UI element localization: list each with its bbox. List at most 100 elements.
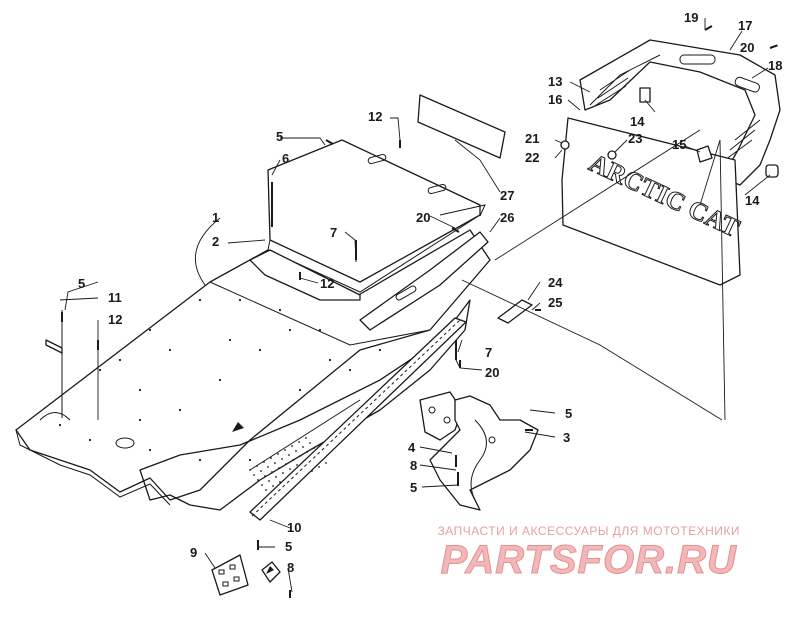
rivet [298,388,302,392]
rivet [138,388,142,392]
rivet [272,485,274,487]
callout-7b: 7 [485,345,492,360]
callout-12c: 12 [108,312,122,327]
rivet [285,463,287,465]
bolt [451,227,460,233]
callout-5a: 5 [276,129,283,144]
watermark-logo: PARTSFOR.RU [440,538,737,583]
callout-27: 27 [500,188,514,203]
callout-17: 17 [738,18,752,33]
callout-9: 9 [190,545,197,560]
rivet [178,408,182,412]
rivet [277,453,279,455]
rivet [299,455,301,457]
snow-flap: ARCTIC CAT [560,117,744,286]
rivet [306,451,308,453]
rivet [278,467,280,469]
lower-cover [249,249,361,301]
callout-14b: 14 [745,193,760,208]
rivet [309,442,311,444]
rivet [258,348,262,352]
rivet [318,328,322,332]
rivet [292,459,294,461]
callout-23: 23 [628,131,642,146]
extrusion-part [249,317,467,521]
bolt [325,139,334,145]
rivet [228,338,232,342]
callout-20a: 20 [740,40,754,55]
rivet [148,448,152,452]
rivet [278,308,282,312]
rivet [58,423,62,427]
rivet [271,471,273,473]
rivet [138,418,142,422]
rivet [257,479,259,481]
callout-20c: 20 [485,365,499,380]
rivet [198,298,202,302]
rivet [267,466,269,468]
callout-5b: 5 [78,276,85,291]
rivet [264,475,266,477]
rivet [281,458,283,460]
rivet [274,462,276,464]
callout-18: 18 [768,58,782,73]
rivet [88,438,92,442]
callout-24: 24 [548,275,563,290]
rivet [260,470,262,472]
rivet [282,472,284,474]
callout-8a: 8 [410,458,417,473]
vent-dots [249,437,327,496]
rivet [298,441,300,443]
callout-6: 6 [282,151,289,166]
callout-15: 15 [672,137,686,152]
rivet [295,450,297,452]
tunnel-rivets [58,298,382,462]
callout-1: 1 [212,210,219,225]
callout-10: 10 [287,520,301,535]
callout-13: 13 [548,74,562,89]
callout-25: 25 [548,295,562,310]
rivet [348,368,352,372]
rivet [268,480,270,482]
bolt [704,25,713,31]
callout-4: 4 [408,440,416,455]
rivet [270,457,272,459]
rivet [198,458,202,462]
cover-panel [267,139,486,293]
strap-part [45,310,63,418]
callout-16: 16 [548,92,562,107]
rivet [218,378,222,382]
rivet [302,446,304,448]
rivet [261,484,263,486]
rivet [378,348,382,352]
decal-part [417,94,506,159]
callout-5c: 5 [565,406,572,421]
tunnel-side-panel [139,299,471,511]
callout-5e: 5 [285,539,292,554]
rivet [168,348,172,352]
rivet [305,437,307,439]
rivet [275,476,277,478]
plate-bracket-part [211,554,281,596]
rivet [288,328,292,332]
rivet [256,465,258,467]
callout-3: 3 [563,430,570,445]
leader-lines [59,18,771,593]
bolt [769,44,778,49]
callout-8b: 8 [287,560,294,575]
rivet [284,449,286,451]
callout-12a: 12 [368,109,382,124]
callout-19: 19 [684,10,698,25]
callout-21: 21 [525,131,539,146]
watermark: ЗАПЧАСТИ И АКСЕССУАРЫ ДЛЯ МОТОТЕХНИКИ PA… [438,524,740,583]
rivet [148,328,152,332]
rivet [291,445,293,447]
rivet [325,462,327,464]
rivet [238,298,242,302]
bracket-part [419,391,463,441]
rivet [288,454,290,456]
callout-20b: 20 [416,210,430,225]
rivet [265,489,267,491]
rivet [318,466,320,468]
